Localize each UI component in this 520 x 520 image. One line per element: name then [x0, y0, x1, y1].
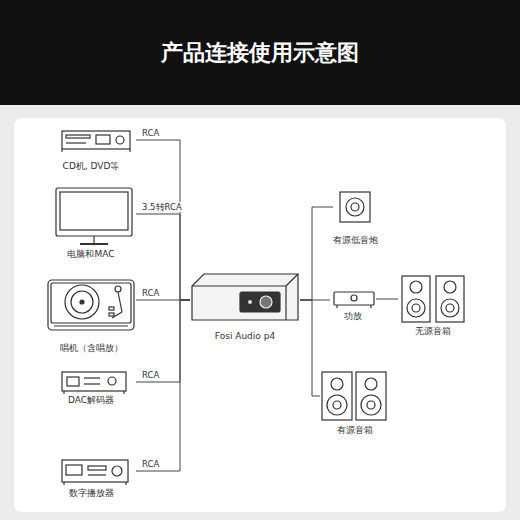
device-node: CD机, DVD等 [46, 128, 136, 172]
signal-cable [300, 207, 333, 300]
device-label: CD机, DVD等 [63, 161, 120, 172]
device-label: 有源低音炮 [333, 235, 378, 246]
device-node: Fosi Audio p4 [190, 270, 300, 342]
device-label: 有源音箱 [337, 425, 373, 436]
cable-label: RCA [141, 370, 160, 380]
device-node: 有源音箱 [320, 370, 390, 436]
cable-label: RCA [141, 288, 160, 298]
signal-cable [136, 300, 190, 382]
signal-cable [136, 214, 190, 300]
signal-cable [376, 299, 398, 300]
page-title: 产品连接使用示意图 [0, 38, 520, 68]
device-node: 有源低音炮 [333, 190, 378, 246]
signal-cable [136, 140, 190, 300]
device-label: 数字播放器 [69, 488, 114, 499]
signal-cable [136, 300, 190, 471]
device-label: Fosi Audio p4 [215, 331, 275, 342]
device-node: DAC解码器 [46, 370, 136, 406]
cable-label: 3.5转RCA [141, 202, 183, 212]
device-label: 功放 [344, 311, 362, 322]
device-node: 唱机（含唱放） [46, 278, 136, 354]
device-label: 无源音箱 [415, 326, 451, 337]
device-node: 无源音箱 [398, 273, 468, 337]
device-node: 功放 [330, 288, 376, 322]
device-label: DAC解码器 [68, 395, 114, 406]
cable-label: RCA [141, 459, 160, 469]
device-label: 唱机（含唱放） [60, 343, 123, 354]
device-label: 电脑和MAC [67, 249, 114, 260]
cable-label: RCA [141, 128, 160, 138]
device-node: 电脑和MAC [46, 186, 136, 260]
device-node: 数字播放器 [46, 458, 136, 499]
signal-cable [300, 300, 320, 396]
